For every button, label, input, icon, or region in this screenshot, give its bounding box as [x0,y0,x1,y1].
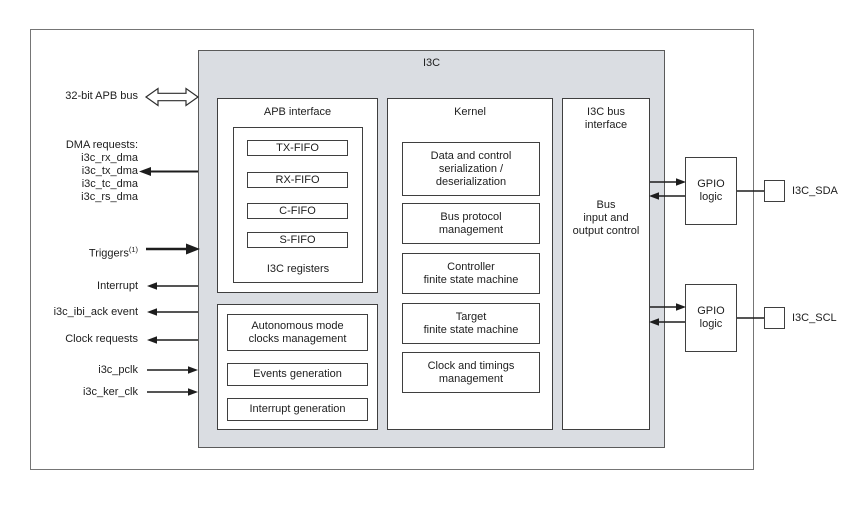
ibi-ack-event-label: i3c_ibi_ack event [53,306,138,318]
bus-interface-box: I3C bus interface Bus input and output c… [562,98,650,430]
kernel-serialization-label: Data and control serialization / deseria… [430,149,512,188]
triggers-label: Triggers(1) [88,245,138,260]
kernel-clock-timings-label: Clock and timings management [427,359,515,385]
c-fifo-box: C-FIFO [247,203,348,219]
dma-signal-tc: i3c_tc_dma [81,178,138,190]
kernel-clock-timings-box: Clock and timings management [402,352,540,393]
dma-signal-rx: i3c_rx_dma [81,152,138,164]
kernel-target-fsm-box: Target finite state machine [402,303,540,344]
i3c-sda-pad [764,180,785,202]
s-fifo-box: S-FIFO [247,232,348,248]
tx-fifo-box: TX-FIFO [247,140,348,156]
autonomous-clocks-label: Autonomous mode clocks management [248,319,347,345]
ker-clk-label: i3c_ker_clk [82,386,138,398]
gpio-logic-sda-label: GPIO logic [697,178,725,203]
triggers-footnote: (1) [128,245,138,254]
i3c-registers-label: I3C registers [266,263,330,275]
kernel-bus-protocol-box: Bus protocol management [402,203,540,244]
apb-bus-label: 32-bit APB bus [65,90,138,102]
gpio-logic-scl-box: GPIO logic [685,284,737,352]
gpio-logic-scl-label: GPIO logic [697,305,725,330]
kernel-serialization-box: Data and control serialization / deseria… [402,142,540,196]
i3c-block-title: I3C [422,57,441,69]
gpio-logic-sda-box: GPIO logic [685,157,737,225]
pclk-label: i3c_pclk [98,364,138,376]
i3c-sda-pad-label: I3C_SDA [792,185,838,197]
dma-signal-rs: i3c_rs_dma [81,191,138,203]
bus-interface-title: I3C bus interface [584,106,628,131]
kernel-target-fsm-label: Target finite state machine [423,310,519,336]
bus-interface-body: Bus input and output control [572,199,640,237]
autonomous-clocks-box: Autonomous mode clocks management [227,314,368,351]
tx-fifo-label: TX-FIFO [276,141,319,154]
dma-signal-tx: i3c_tx_dma [81,165,138,177]
i3c-scl-pad [764,307,785,329]
dma-requests-header: DMA requests: [65,139,138,151]
s-fifo-label: S-FIFO [279,233,316,246]
interrupt-generation-box: Interrupt generation [227,398,368,421]
kernel-controller-fsm-label: Controller finite state machine [423,260,519,286]
clock-requests-label: Clock requests [65,333,138,345]
rx-fifo-label: RX-FIFO [275,173,320,186]
i3c-scl-pad-label: I3C_SCL [792,312,837,324]
rx-fifo-box: RX-FIFO [247,172,348,188]
dma-requests-labels: DMA requests: i3c_rx_dma i3c_tx_dma i3c_… [28,139,138,204]
kernel-controller-fsm-box: Controller finite state machine [402,253,540,294]
kernel-bus-protocol-label: Bus protocol management [438,210,504,236]
interrupt-label: Interrupt [97,280,138,292]
interrupt-generation-label: Interrupt generation [249,403,346,415]
c-fifo-label: C-FIFO [279,204,316,217]
kernel-title: Kernel [454,106,486,118]
events-generation-label: Events generation [253,368,342,380]
events-generation-box: Events generation [227,363,368,386]
apb-interface-title: APB interface [263,106,332,118]
